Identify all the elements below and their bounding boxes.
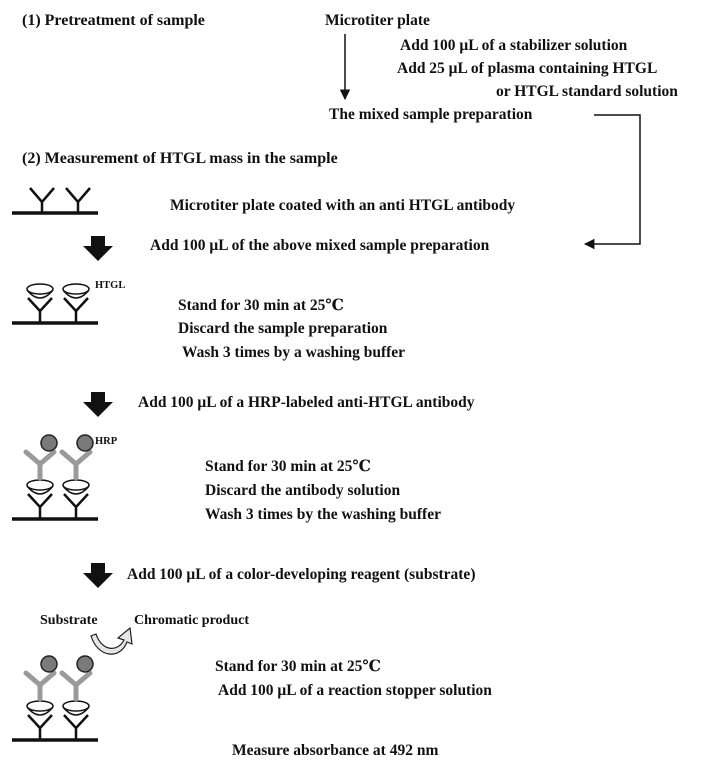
step3-add-text: Add 100 μL of a color-developing reagent… — [127, 566, 476, 583]
add-stabilizer-text: Add 100 μL of a stabilizer solution — [400, 37, 628, 54]
step3-line-2: Add 100 μL of a reaction stopper solutio… — [218, 682, 492, 699]
section2-heading: (2) Measurement of HTGL mass in the samp… — [22, 150, 338, 167]
chromatic-product-label: Chromatic product — [134, 613, 249, 628]
step2-line-3: Wash 3 times by the washing buffer — [205, 506, 441, 523]
step1-line-3: Wash 3 times by a washing buffer — [182, 344, 406, 361]
add-plasma-text: Add 25 μL of plasma containing HTGL — [397, 60, 658, 77]
step2-line-2: Discard the antibody solution — [205, 482, 401, 499]
section1-heading: (1) Pretreatment of sample — [22, 12, 205, 29]
hrp-sandwich-plate-icon — [12, 434, 98, 521]
htgl-bound-plate-icon — [12, 283, 98, 325]
htgl-label: HTGL — [95, 280, 126, 291]
reaction-arrow-icon — [90, 626, 133, 655]
mixed-prep-text: The mixed sample preparation — [329, 106, 533, 123]
block-arrow-1 — [83, 236, 113, 261]
step1-line-2: Discard the sample preparation — [178, 320, 388, 337]
block-arrow-3 — [83, 563, 113, 588]
or-standard-text: or HTGL standard solution — [496, 83, 678, 100]
step2-add-text: Add 100 μL of a HRP-labeled anti-HTGL an… — [138, 394, 475, 411]
final-step-text: Measure absorbance at 492 nm — [232, 742, 439, 759]
connector-line — [583, 114, 641, 250]
substrate-reaction-plate-icon — [12, 626, 133, 742]
substrate-label: Substrate — [40, 613, 98, 628]
step3-line-1: Stand for 30 min at 25℃ — [215, 658, 381, 675]
block-arrow-2 — [83, 392, 113, 417]
plate-label: Microtiter plate — [325, 12, 430, 29]
coated-plate-icon — [12, 187, 98, 215]
step1-add-text: Add 100 μL of the above mixed sample pre… — [150, 237, 490, 254]
hrp-label: HRP — [95, 436, 118, 447]
step1-line-1: Stand for 30 min at 25℃ — [178, 297, 344, 314]
step2-line-1: Stand for 30 min at 25℃ — [205, 458, 371, 475]
coated-plate-text: Microtiter plate coated with an anti HTG… — [170, 197, 516, 214]
